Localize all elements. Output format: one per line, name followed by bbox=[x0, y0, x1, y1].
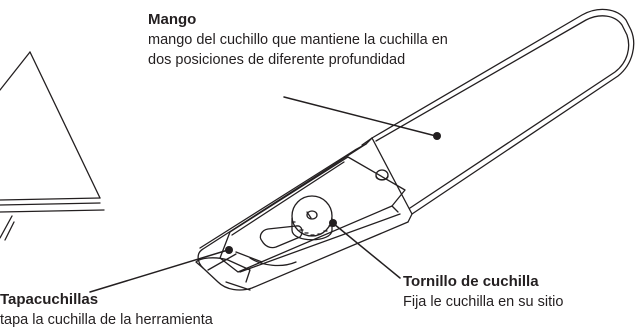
label-tornillo-description: Fija le cuchilla en su sitio bbox=[403, 294, 564, 310]
leader-line-mango bbox=[283, 96, 437, 137]
leader-line-tornillo bbox=[333, 223, 401, 279]
leader-line-tapacuchillas bbox=[89, 249, 229, 293]
leader-dots bbox=[225, 132, 441, 254]
label-tapacuchillas: Tapacuchillas tapa la cuchilla de la her… bbox=[0, 290, 300, 330]
label-tapacuchillas-description: tapa la cuchilla de la herramienta bbox=[0, 312, 213, 328]
blade-holder bbox=[197, 137, 409, 291]
cut-off-object-left bbox=[0, 51, 105, 241]
label-mango-description: mango del cuchillo que mantiene la cuchi… bbox=[148, 32, 448, 68]
label-mango: Mango mango del cuchillo que mantiene la… bbox=[148, 10, 448, 70]
label-mango-title: Mango bbox=[148, 11, 197, 28]
leader-dot-tornillo bbox=[329, 219, 337, 227]
label-tornillo: Tornillo de cuchilla Fija le cuchilla en… bbox=[403, 272, 633, 312]
label-tapacuchillas-title: Tapacuchillas bbox=[0, 291, 99, 308]
blade-screw bbox=[291, 195, 333, 241]
leader-lines bbox=[89, 96, 437, 293]
leader-dot-mango bbox=[433, 132, 441, 140]
label-tornillo-title: Tornillo de cuchilla bbox=[403, 273, 539, 290]
blade-cover bbox=[195, 253, 251, 291]
leader-dot-tapacuchillas bbox=[225, 246, 233, 254]
